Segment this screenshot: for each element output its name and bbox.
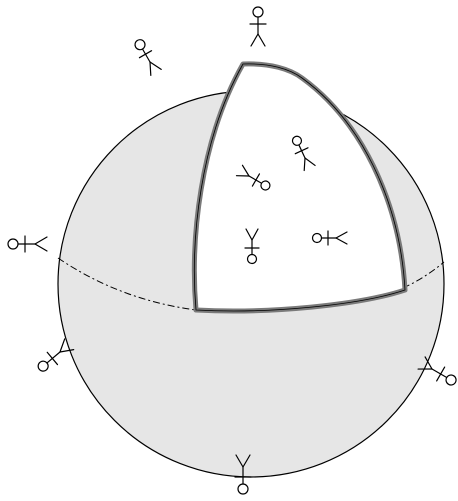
figure-left xyxy=(8,236,47,252)
figure-top xyxy=(250,7,266,46)
cutaway-octant xyxy=(194,64,405,311)
figure-top-left xyxy=(131,37,162,76)
